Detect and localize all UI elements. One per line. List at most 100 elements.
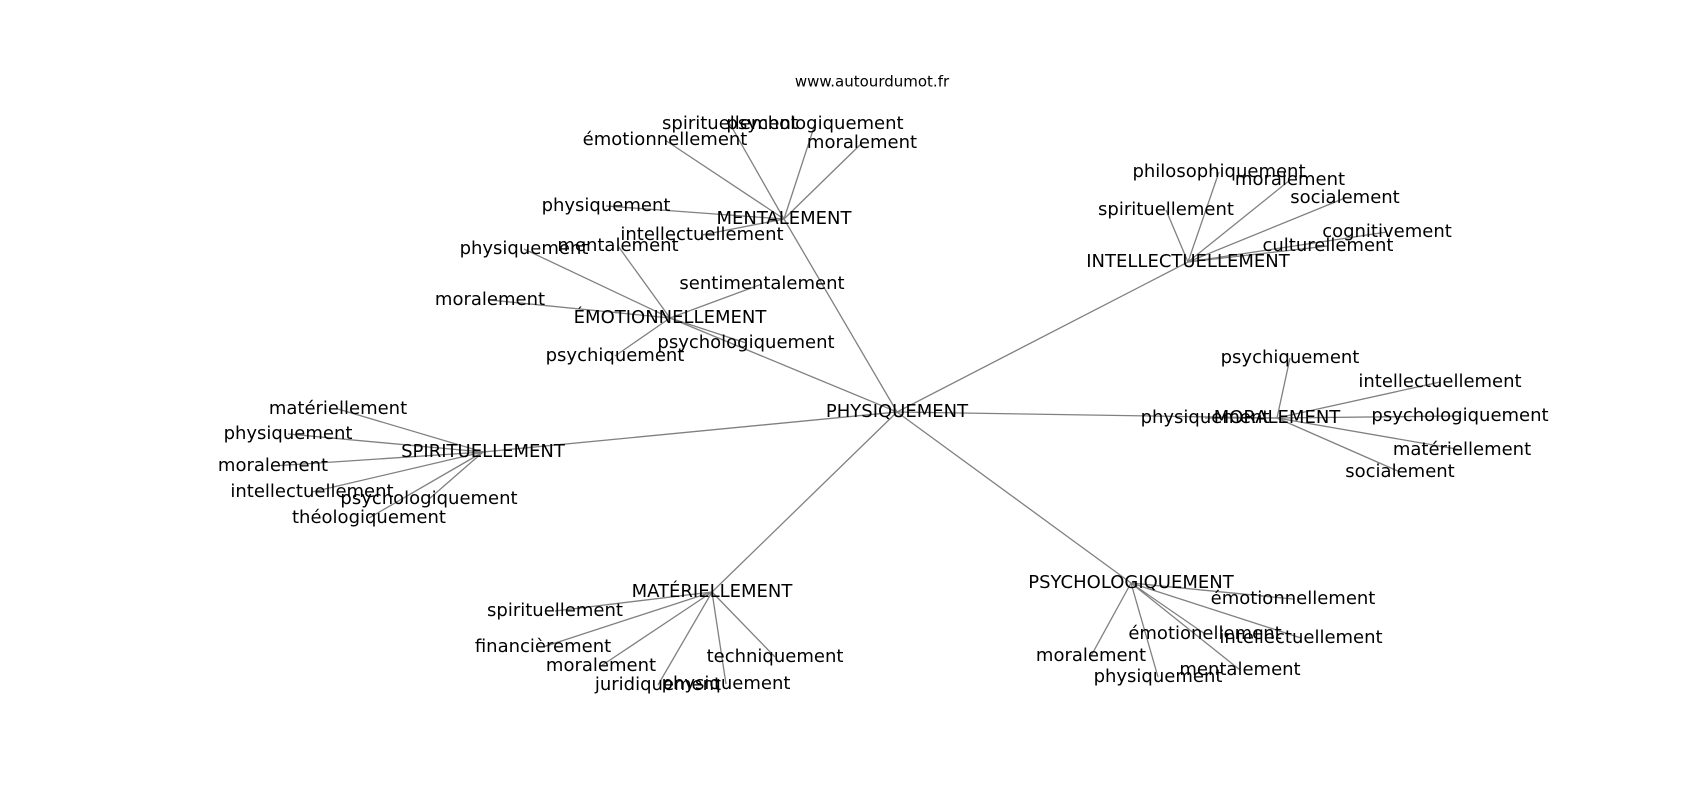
- node-label-a6: physiquement: [662, 673, 791, 694]
- node-label-m3: émotionnellement: [583, 129, 748, 150]
- graph-edge: [428, 451, 484, 500]
- node-label-s2: physiquement: [224, 423, 353, 444]
- node-label-mentalement-h: MENTALEMENT: [716, 208, 852, 229]
- node-label-s1: matériellement: [269, 398, 407, 419]
- graph-edge: [1276, 417, 1401, 473]
- graph-edge: [272, 451, 484, 467]
- graph-edge: [783, 218, 898, 413]
- graph-edge: [287, 433, 484, 453]
- node-label-o5: matériellement: [1393, 439, 1531, 460]
- graph-edge: [1130, 582, 1241, 671]
- node-label-emotionnellement-h: ÉMOTIONNELLEMENT: [574, 306, 768, 328]
- node-label-i2: moralement: [1235, 169, 1345, 190]
- node-label-psychologiquement-h: PSYCHOLOGIQUEMENT: [1028, 572, 1234, 593]
- graph-edge: [1130, 582, 1302, 639]
- graph-edge: [896, 411, 1278, 419]
- graph-edge: [1187, 179, 1291, 263]
- graph-edge: [311, 451, 484, 493]
- node-label-m2: psychologiquement: [726, 113, 903, 134]
- node-label-moralement-h: MORALEMENT: [1214, 407, 1342, 428]
- graph-edge: [1090, 582, 1132, 657]
- graph-edge: [1130, 582, 1206, 635]
- node-label-i3: spirituellement: [1098, 199, 1234, 220]
- node-label-a2: financièrement: [475, 636, 611, 657]
- node-label-a4: techniquement: [707, 646, 844, 667]
- node-label-m6: intellectuellement: [620, 224, 783, 245]
- graph-edge: [711, 411, 898, 593]
- node-label-o3: physiquement: [1141, 407, 1270, 428]
- graph-edge: [1187, 171, 1220, 263]
- graph-edge: [669, 317, 898, 413]
- node-label-m5: physiquement: [542, 195, 671, 216]
- site-watermark: www.autourdumot.fr: [795, 73, 950, 91]
- graph-edge: [605, 205, 785, 220]
- graph-edge: [523, 248, 671, 319]
- node-label-p3: intellectuellement: [1219, 627, 1382, 648]
- graph-edge: [1130, 582, 1159, 678]
- node-label-physiquement-c: PHYSIQUEMENT: [826, 401, 969, 422]
- graph-edge: [337, 408, 484, 453]
- node-label-p4: moralement: [1036, 645, 1146, 666]
- graph-edge: [1165, 209, 1189, 263]
- graph-edge: [489, 299, 671, 319]
- graph-labels: PHYSIQUEMENT MENTALEMENT ÉMOTIONNELLEMENT I…: [218, 113, 1549, 695]
- node-label-spirituellement-h: SPIRITUELLEMENT: [401, 441, 566, 462]
- node-label-a5: juridiquement: [594, 674, 721, 695]
- node-label-intellectuellement-h: INTELLECTUELLEMENT: [1086, 251, 1290, 272]
- graph-edge: [1187, 245, 1329, 263]
- graph-edge: [614, 317, 671, 357]
- node-label-s4: intellectuellement: [230, 481, 393, 502]
- node-label-p1: émotionnellement: [1211, 588, 1376, 609]
- graph-edge: [1187, 231, 1388, 263]
- node-label-o6: socialement: [1345, 461, 1454, 482]
- node-label-e3: sentimentalement: [679, 273, 844, 294]
- graph-edge: [664, 139, 785, 220]
- node-label-p6: physiquement: [1094, 666, 1223, 687]
- node-label-s3: moralement: [218, 455, 328, 476]
- graph-edge: [783, 123, 816, 220]
- node-label-e5: psychologiquement: [657, 332, 834, 353]
- graph-edge: [701, 218, 785, 236]
- graph-edge: [1130, 582, 1294, 600]
- graph-edge: [554, 591, 713, 612]
- node-label-s6: théologiquement: [292, 507, 446, 528]
- node-label-i6: culturellement: [1262, 235, 1393, 256]
- graph-edges: [272, 123, 1463, 686]
- node-label-i4: socialement: [1290, 187, 1399, 208]
- node-label-materiellement-h: MATÉRIELLEMENT: [632, 580, 794, 602]
- graph-edge: [711, 591, 727, 685]
- graph-edge: [729, 123, 785, 220]
- graph-edge: [669, 317, 747, 344]
- node-label-m4: moralement: [807, 132, 917, 153]
- graph-edge: [657, 591, 713, 686]
- graph-edge: [783, 142, 863, 220]
- node-label-p5: mentalement: [1179, 659, 1300, 680]
- graph-edge: [1276, 357, 1291, 419]
- graph-edge: [617, 245, 671, 319]
- node-label-o4: psychologiquement: [1371, 405, 1548, 426]
- graph-edge: [600, 591, 713, 667]
- node-label-e1: physiquement: [460, 238, 589, 259]
- graph-edge: [368, 451, 484, 519]
- graph-edge: [896, 261, 1189, 413]
- node-label-m1: spirituellement: [662, 113, 798, 134]
- graph-edge: [1276, 381, 1441, 419]
- node-label-a3: moralement: [546, 655, 656, 676]
- node-label-s5: psychologiquement: [340, 488, 517, 509]
- graph-edge: [542, 591, 713, 648]
- node-label-p2: émotionellement: [1128, 623, 1281, 644]
- graph-edge: [1276, 417, 1463, 451]
- node-label-e4: moralement: [435, 289, 545, 310]
- graph-edge: [1276, 415, 1461, 419]
- node-label-e6: psychiquement: [546, 345, 685, 366]
- graph-edge: [482, 411, 898, 453]
- node-label-a1: spirituellement: [487, 600, 623, 621]
- node-label-o2: intellectuellement: [1358, 371, 1521, 392]
- graph-edge: [669, 283, 763, 319]
- node-label-o1: psychiquement: [1221, 347, 1360, 368]
- graph-edge: [711, 591, 776, 658]
- node-label-i5: cognitivement: [1322, 221, 1452, 242]
- graph-edge: [896, 411, 1132, 584]
- node-label-i1: philosophiquement: [1132, 161, 1305, 182]
